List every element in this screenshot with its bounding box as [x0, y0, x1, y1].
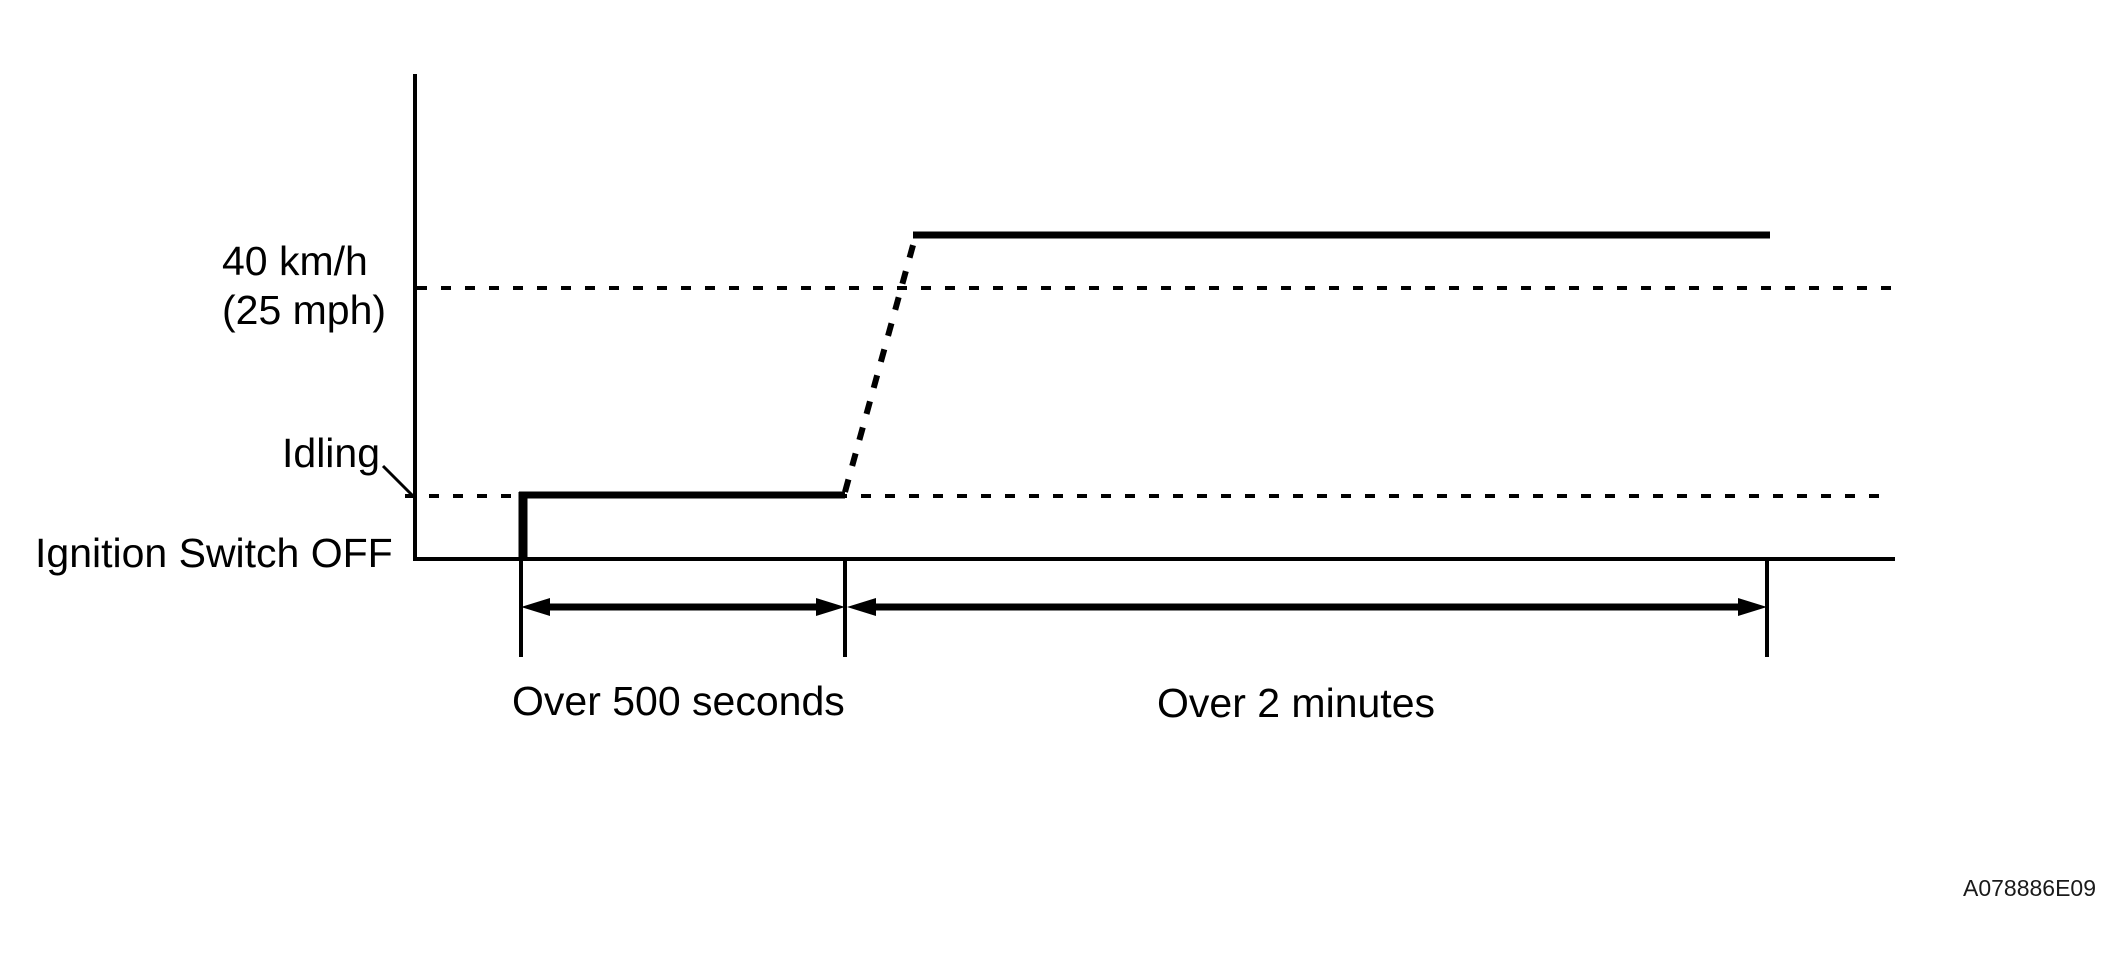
arrow-span-500s-left-head	[521, 598, 550, 616]
duration-label-2-minutes: Over 2 minutes	[1157, 680, 1435, 726]
arrow-span-500s-right-head	[816, 598, 845, 616]
idling-label: Idling	[282, 430, 381, 476]
ignition-switch-off-label: Ignition Switch OFF	[35, 530, 393, 576]
figure-code: A078886E09	[1963, 875, 2097, 901]
arrow-span-2min-right-head	[1738, 598, 1767, 616]
speed-threshold-label-kmh: 40 km/h	[222, 238, 368, 284]
acceleration-dashline	[842, 237, 918, 493]
speed-threshold-label-mph: (25 mph)	[222, 287, 387, 333]
duration-label-500-seconds: Over 500 seconds	[512, 678, 845, 724]
arrow-span-2min-left-head	[847, 598, 876, 616]
idling-pointer-line	[381, 464, 415, 498]
speed-threshold-label: 40 km/h (25 mph)	[222, 237, 386, 335]
